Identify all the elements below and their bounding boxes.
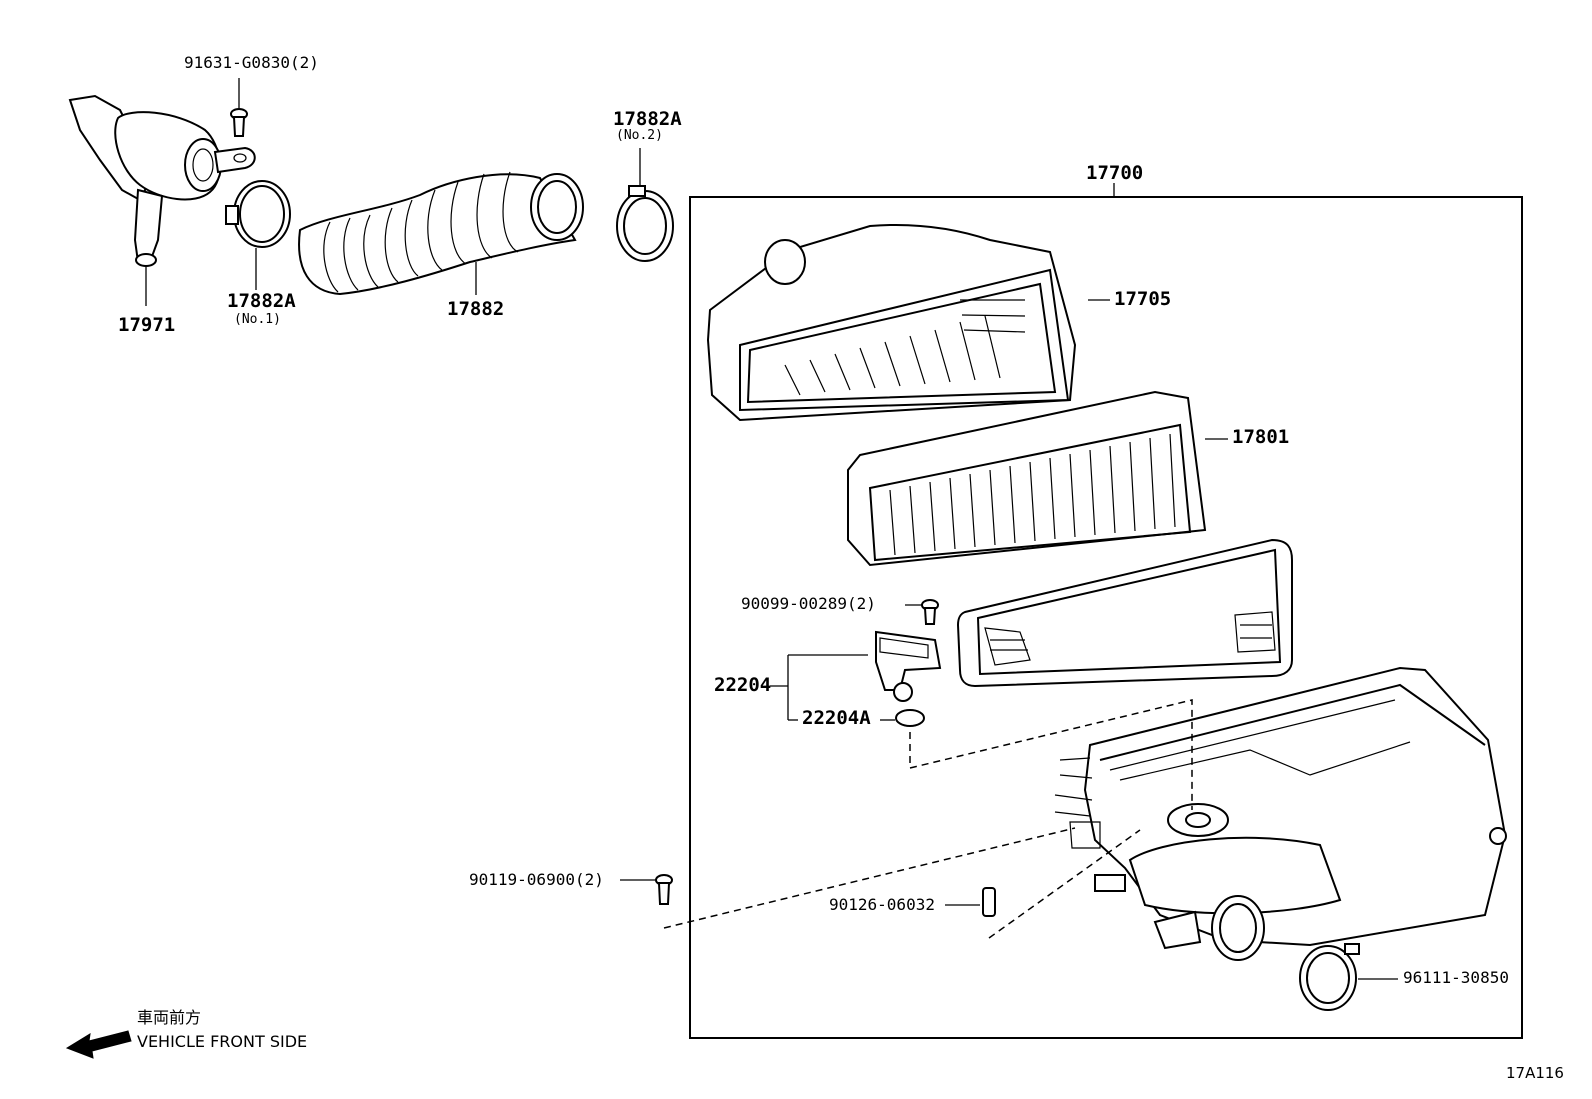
clamp-96111	[1299, 943, 1398, 1011]
front-label-jp: 車両前方	[137, 1008, 202, 1027]
intake-hose-17882	[298, 171, 584, 296]
front-label-en: VEHICLE FRONT SIDE	[137, 1032, 308, 1051]
bolt-91631	[230, 78, 248, 137]
label-17705: 17705	[1114, 288, 1172, 310]
figure-code: 17A116	[1506, 1064, 1564, 1082]
assembly-box-17700	[689, 196, 1523, 1039]
label-17700: 17700	[1086, 162, 1144, 184]
label-96111: 96111-30850	[1403, 968, 1509, 987]
lower-case	[1054, 666, 1507, 961]
label-17971: 17971	[118, 314, 176, 336]
label-91631: 91631-G0830(2)	[184, 53, 319, 72]
install-lines	[663, 699, 1193, 939]
label-17882A-no2-sub: (No.2)	[616, 128, 663, 143]
bolt-90119	[620, 874, 673, 905]
upper-case-17705	[706, 223, 1110, 422]
label-22204: 22204	[714, 674, 772, 696]
label-22204A: 22204A	[802, 707, 871, 729]
screw-90099	[905, 599, 939, 625]
screen-panel	[956, 538, 1293, 688]
airflow-meter-22204	[770, 630, 942, 721]
front-direction-arrow	[65, 1030, 132, 1059]
filter-element-17801	[847, 390, 1228, 567]
label-17882: 17882	[447, 298, 505, 320]
clamp-17882A-no1	[225, 180, 291, 290]
label-90126: 90126-06032	[829, 895, 935, 914]
clamp-17882A-no2	[616, 148, 674, 262]
label-90119: 90119-06900(2)	[469, 870, 604, 889]
label-17801: 17801	[1232, 426, 1290, 448]
intake-bracket-17971	[68, 94, 256, 306]
o-ring-22204A	[880, 709, 925, 727]
label-90099: 90099-00289(2)	[741, 594, 876, 613]
label-17882A-no1-sub: (No.1)	[234, 312, 281, 327]
label-17882A-no2: 17882A	[613, 108, 682, 130]
stud-90126	[945, 887, 996, 917]
label-17882A-no1: 17882A	[227, 290, 296, 312]
